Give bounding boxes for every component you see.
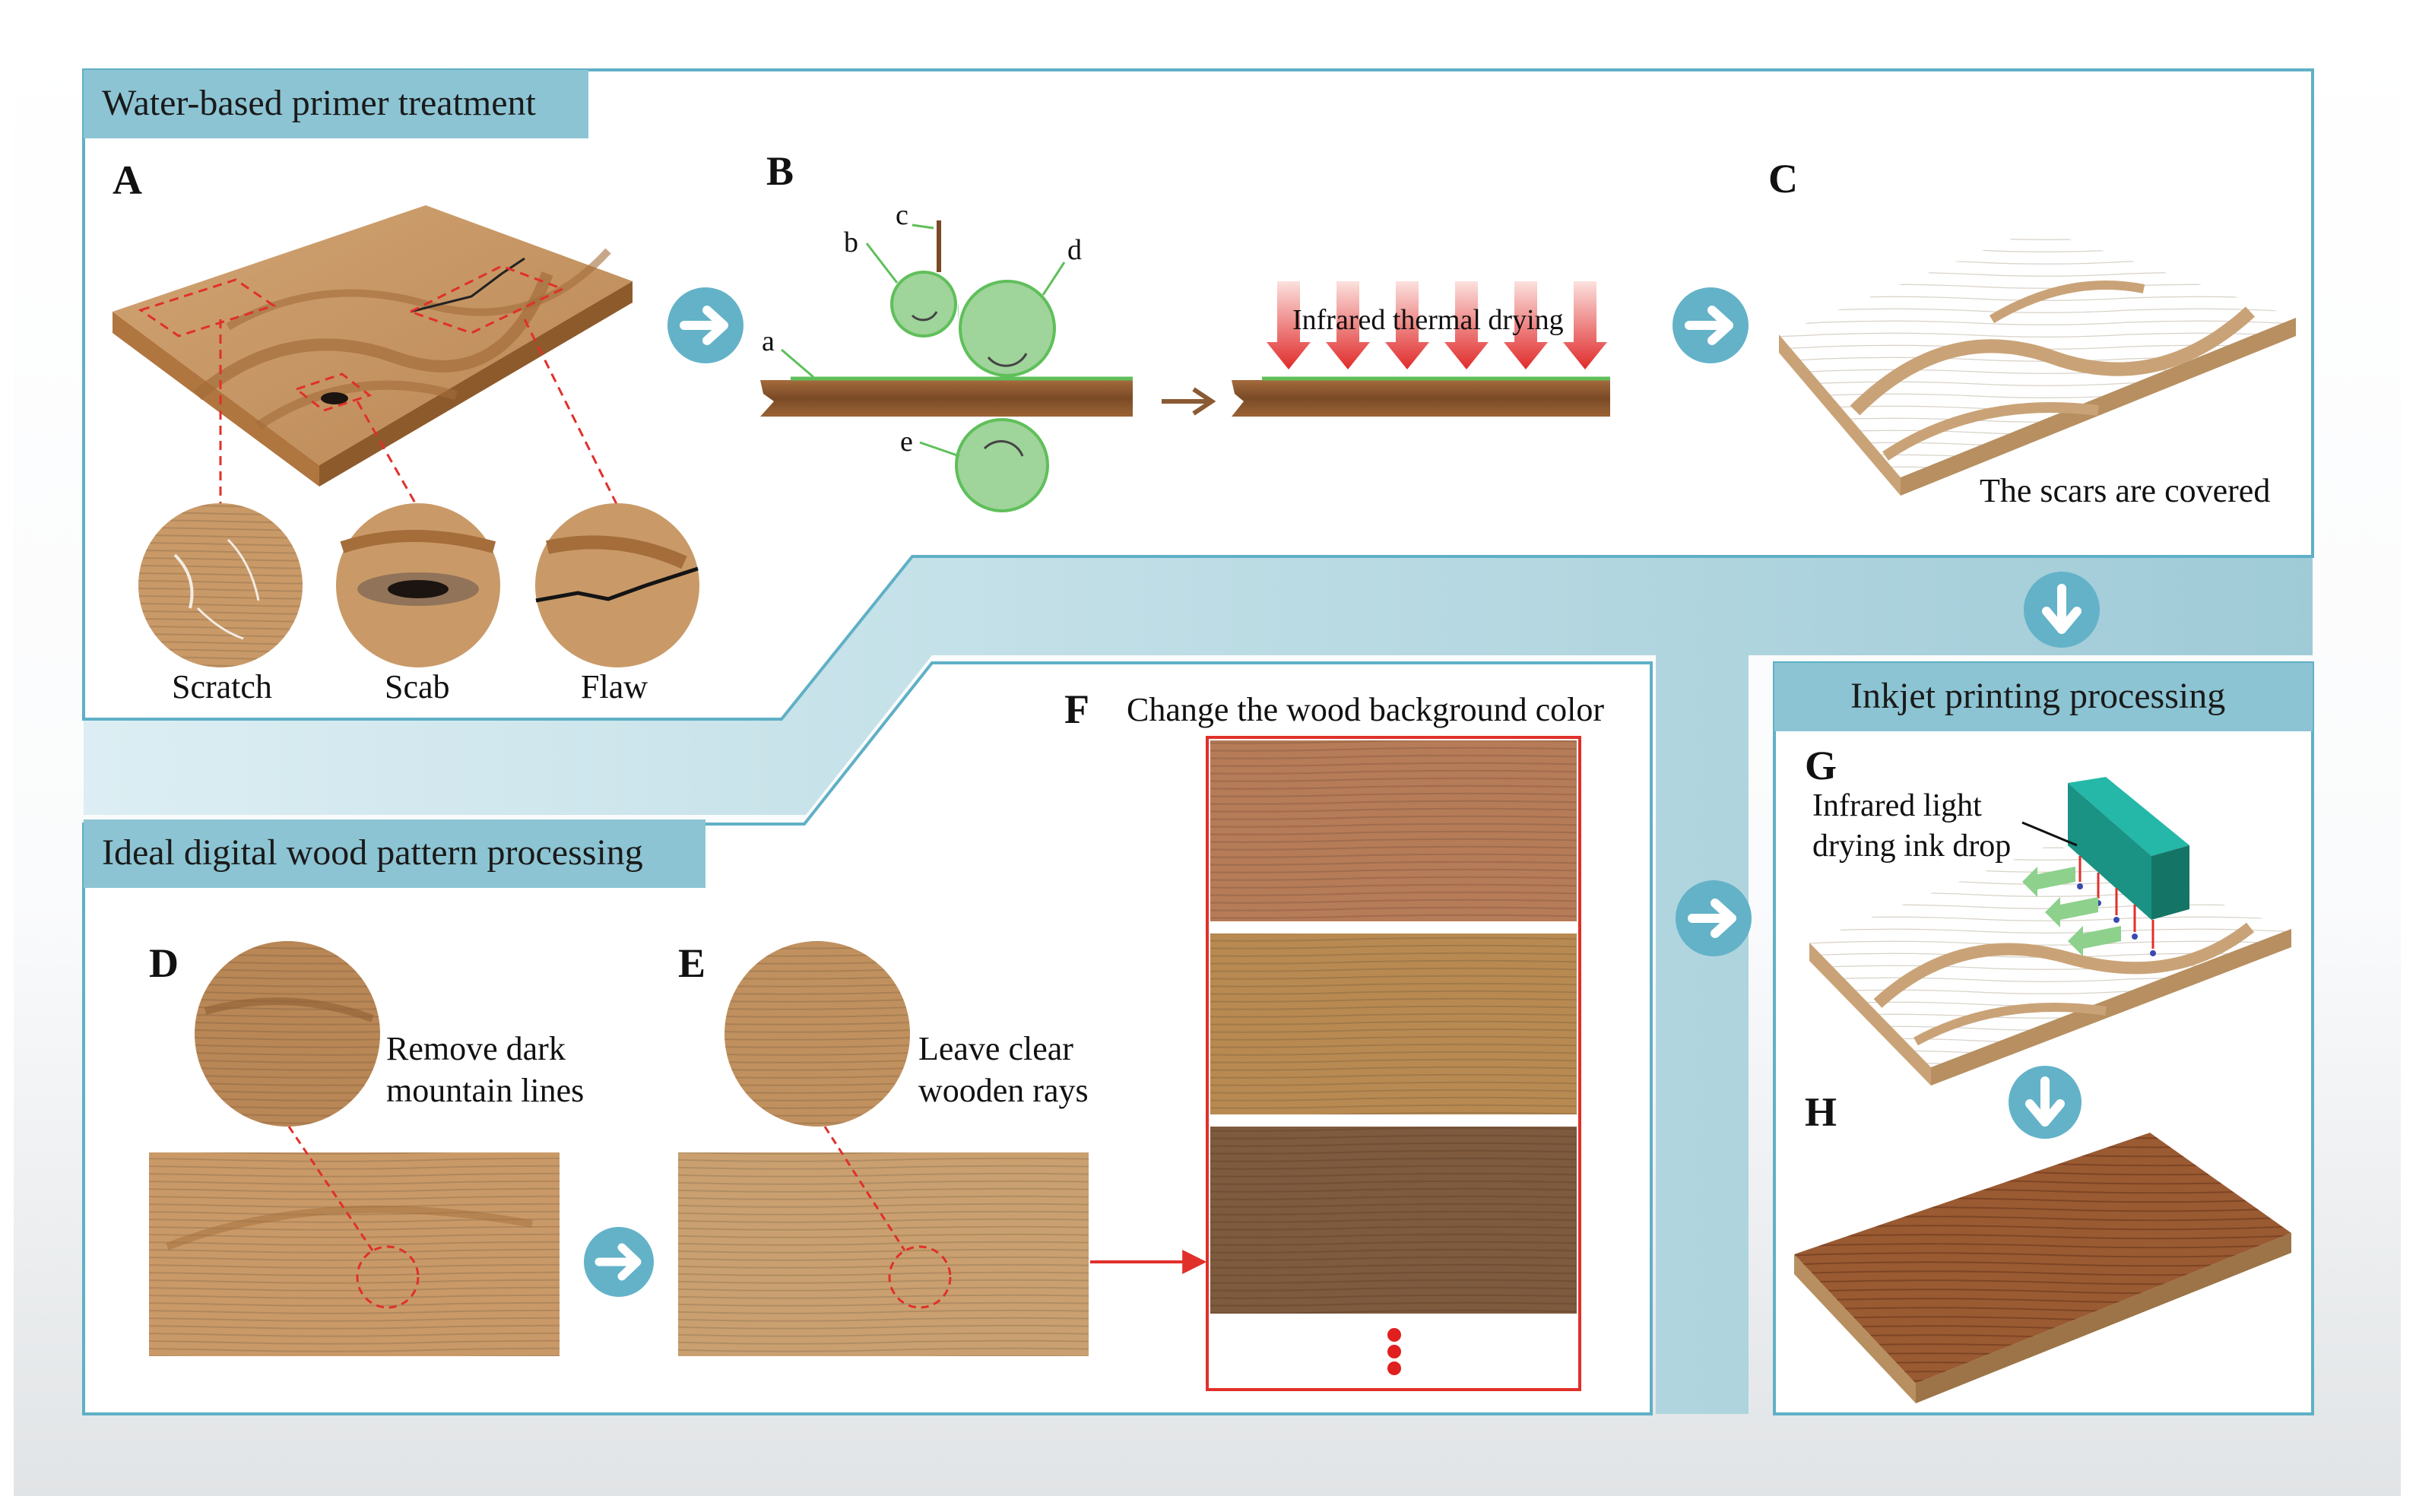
panel-label-g: G	[1805, 743, 1837, 788]
panel-label-f: F	[1064, 686, 1089, 732]
section-title-pattern: Ideal digital wood pattern processing	[102, 832, 643, 873]
printhead	[2068, 777, 2189, 856]
defect-label-scab: Scab	[385, 668, 450, 705]
panel-h-finished-board	[1794, 1133, 2291, 1403]
right-arrow-icon	[1676, 880, 1752, 956]
panel-a-board	[113, 205, 633, 487]
panel-g-inkjet	[1809, 777, 2291, 1086]
section-title-primer: Water-based primer treatment	[102, 83, 536, 123]
panel-label-a: A	[113, 157, 142, 203]
panel-d-wood-pattern	[149, 941, 560, 1356]
panel-b-roller-coater	[760, 220, 1133, 512]
down-arrow-icon	[2009, 1066, 2082, 1139]
panel-c-primed-board	[1779, 228, 2296, 496]
part-label-b: b	[844, 227, 858, 258]
panel-d-caption: Remove dark mountain lines	[386, 1030, 585, 1109]
panel-c-caption: The scars are covered	[1980, 472, 2271, 509]
section-title-inkjet: Inkjet printing processing	[1850, 676, 2226, 716]
panel-a-defect-circles	[138, 503, 699, 667]
down-arrow-icon	[2024, 572, 2100, 648]
panel-label-d: D	[149, 940, 179, 986]
panel-label-h: H	[1805, 1089, 1837, 1135]
right-arrow-icon	[1162, 387, 1216, 416]
right-arrow-icon	[584, 1227, 654, 1297]
roller-b	[890, 271, 957, 338]
panel-e-caption: Leave clear wooden rays	[918, 1030, 1089, 1109]
panel-g-caption: Infrared light drying ink drop	[1812, 788, 2012, 864]
panel-label-b: B	[766, 148, 794, 194]
flaw-closeup	[535, 503, 699, 667]
right-arrow-icon	[667, 287, 744, 363]
part-label-e: e	[900, 426, 913, 458]
roller-e	[955, 418, 1049, 512]
panel-a-dashed-callouts	[138, 265, 619, 506]
panel-f-caption: Change the wood background color	[1127, 691, 1605, 728]
part-label-a: a	[762, 325, 775, 357]
part-label-c: c	[896, 199, 908, 231]
panel-label-c: C	[1768, 156, 1798, 201]
connector-band	[84, 556, 2313, 1414]
roller-d	[959, 280, 1056, 377]
panel-label-e: E	[678, 940, 706, 986]
panel-f-swatches	[1206, 736, 1581, 1391]
drying-label: Infrared thermal drying	[1292, 304, 1564, 336]
panel-b-infrared-dryer	[1232, 281, 1610, 417]
defect-label-flaw: Flaw	[581, 668, 648, 705]
part-label-d: d	[1067, 234, 1082, 266]
panel-e-wood-pattern	[678, 941, 1089, 1356]
right-arrow-icon	[1672, 287, 1749, 363]
ellipsis-dots-icon	[1387, 1328, 1401, 1375]
defect-label-scratch: Scratch	[172, 668, 272, 705]
